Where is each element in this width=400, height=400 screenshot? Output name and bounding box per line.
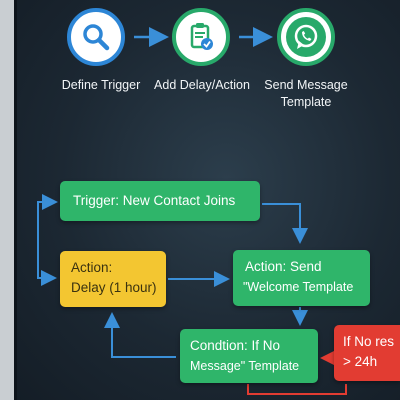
arrow-side-to-delay <box>37 268 57 286</box>
node-delay-line-1: Action: <box>71 260 113 275</box>
magnifier-icon <box>76 17 116 57</box>
node-fallback-line-2: > 24h <box>343 354 378 369</box>
step-label-line-2: Template <box>280 95 332 109</box>
step-label-add-delay-action: Add Delay/Action <box>154 78 250 92</box>
node-fallback-line-1: If No res <box>343 334 395 349</box>
whatsapp-icon <box>286 17 326 57</box>
node-condition-line-2: Message" Template <box>190 359 300 373</box>
arrow-fallback-bottom <box>247 384 347 395</box>
step-define-trigger[interactable] <box>67 8 125 66</box>
step-label-line-1: Send Message <box>264 78 348 92</box>
clipboard-check-icon <box>181 17 221 57</box>
step-label-define-trigger: Define Trigger <box>61 78 141 92</box>
device-bezel <box>14 0 17 400</box>
step-label-send-message-template: Send Message Template <box>258 77 354 111</box>
node-send-line-1: Action: Send <box>245 259 322 274</box>
node-delay-line-2: Delay (1 hour) <box>71 280 157 295</box>
arrow-loop-to-trigger <box>37 194 58 268</box>
node-condition-no-message[interactable]: Condtion: If No Message" Template <box>180 329 318 383</box>
arrow-trigger-to-send <box>262 203 308 244</box>
node-trigger-new-contact[interactable]: Trigger: New Contact Joins <box>60 181 260 221</box>
node-fallback-no-response[interactable]: If No res > 24h <box>334 325 400 381</box>
node-send-line-2: "Welcome Template <box>243 280 354 294</box>
arrow-condition-to-delay <box>104 312 176 358</box>
step-add-delay-action[interactable] <box>172 8 230 66</box>
node-condition-line-1: Condtion: If No <box>190 338 281 353</box>
step-send-message-template[interactable] <box>277 8 335 66</box>
node-action-delay[interactable]: Action: Delay (1 hour) <box>60 251 166 307</box>
node-action-send-template[interactable]: Action: Send "Welcome Template <box>233 250 370 306</box>
node-trigger-text: Trigger: New Contact Joins <box>73 193 236 208</box>
